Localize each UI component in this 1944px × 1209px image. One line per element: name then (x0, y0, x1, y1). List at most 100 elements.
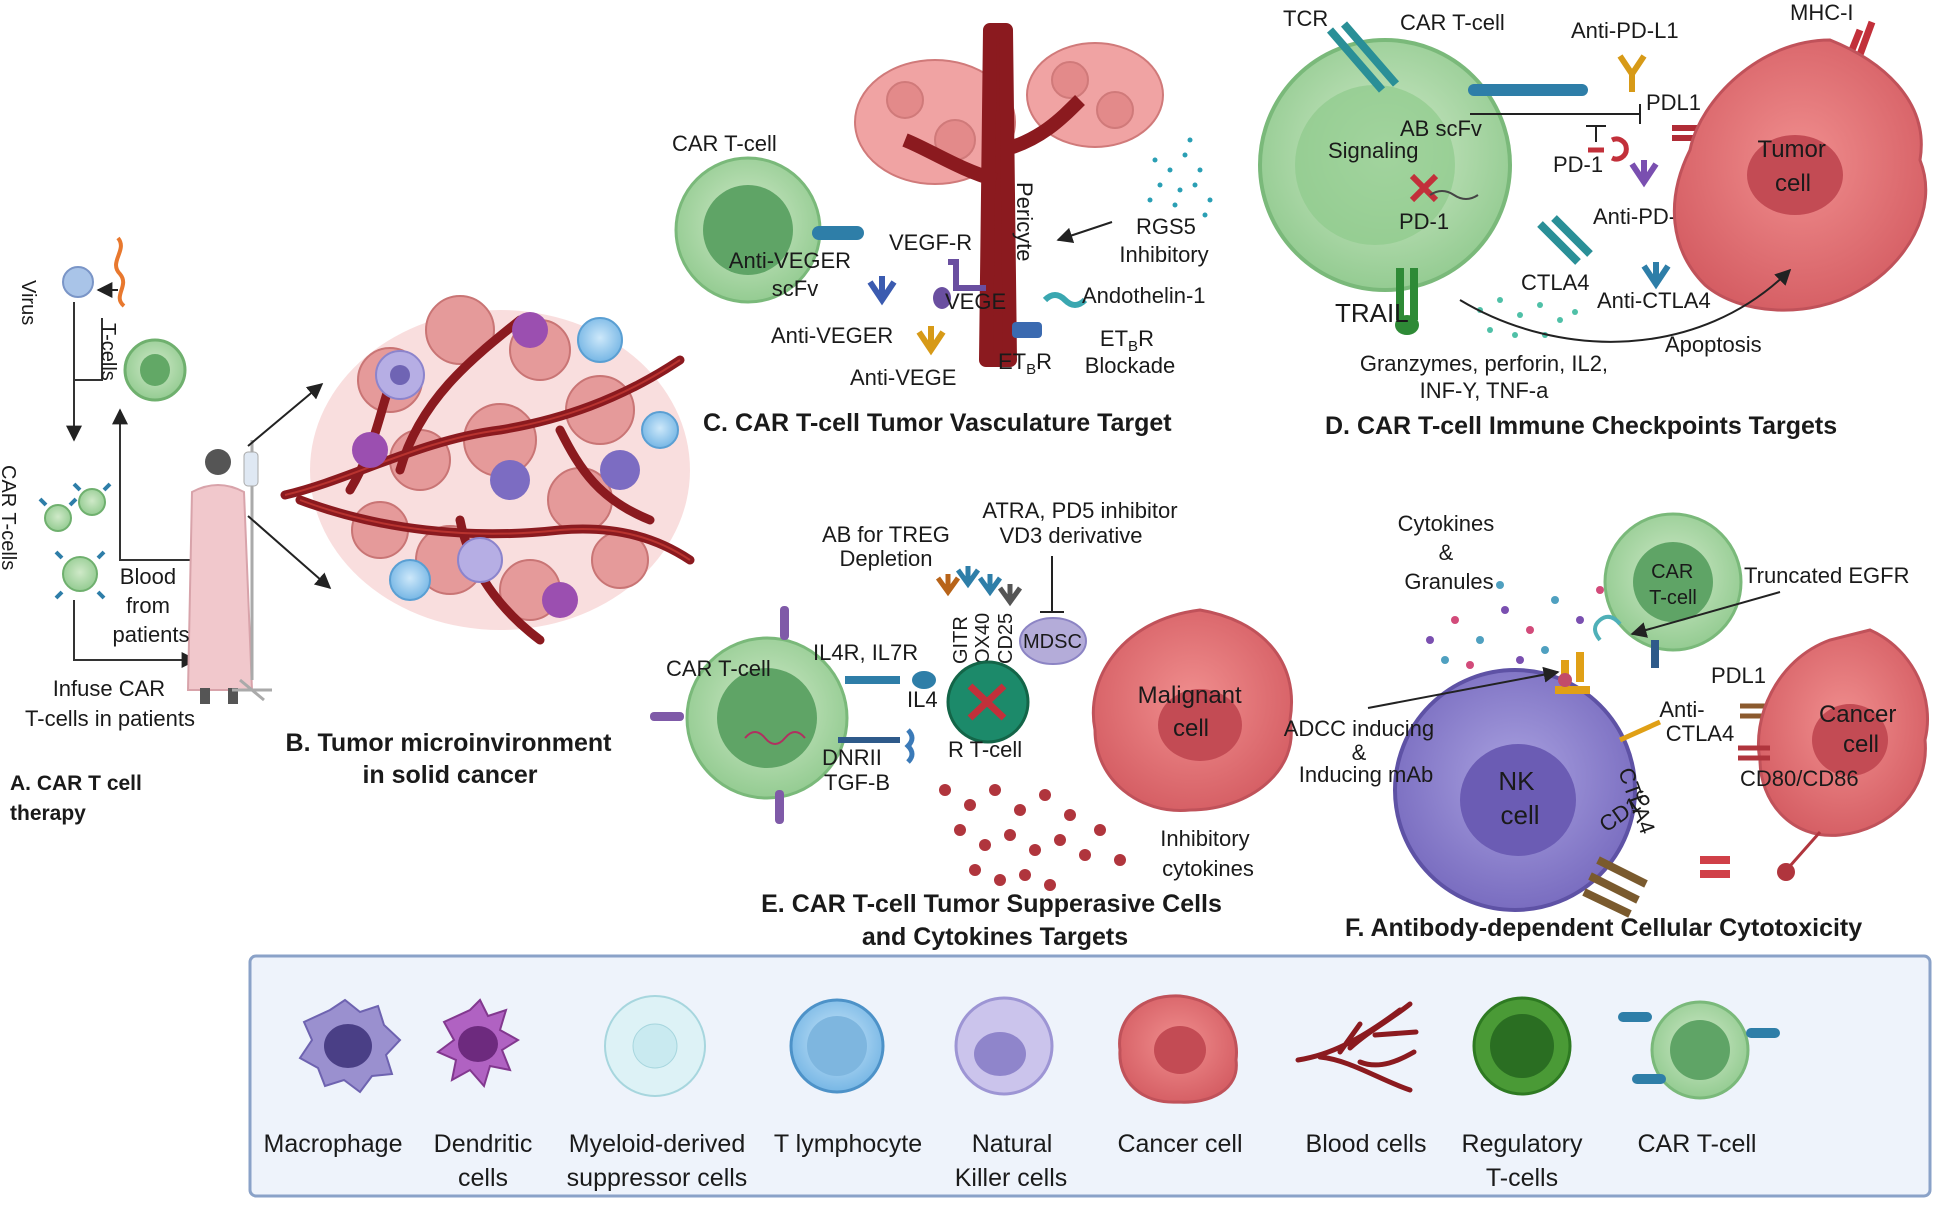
mdsc-label: MDSC (1023, 631, 1082, 653)
pericyte-label: Pericyte (1012, 182, 1037, 261)
cd16-antibody-icon (1700, 856, 1730, 878)
legend-car-t: CAR T-cell (1618, 1000, 1780, 1158)
car-scfv-icon (1468, 84, 1588, 96)
virus-icon (62, 266, 94, 298)
granzyme-dots-icon (1477, 297, 1578, 338)
tumor-cluster-icon (854, 42, 1164, 185)
etbr-label: ETBR (998, 349, 1052, 378)
trail-label: TRAIL (1335, 298, 1409, 328)
membrane-receptor-icon-2 (780, 606, 789, 640)
knockout-x-icon (1409, 173, 1439, 203)
tcr-icon (1326, 21, 1400, 93)
anti-vege-label: Anti-VEGE (850, 365, 956, 390)
panel-c-title: C. CAR T-cell Tumor Vasculature Target (703, 409, 1172, 437)
vegf-r-label: VEGF-R (889, 230, 972, 255)
r-t-cell-label: R T-cell (948, 737, 1022, 762)
andothelin-label: Andothelin-1 (1082, 283, 1206, 308)
vegf-receptor-icon (948, 259, 986, 291)
infuse-label: Infuse CAR T-cells in patients (25, 676, 195, 731)
truncated-egfr-label: Truncated EGFR (1744, 563, 1909, 588)
andothelin-icon (1042, 292, 1088, 308)
pd-1-receptor-icon (1588, 136, 1629, 162)
tcr-label: TCR (1283, 6, 1328, 31)
car-t-cell-label: CAR T-cell (666, 656, 771, 681)
ox40-label: OX40 (972, 613, 994, 664)
blood-from-patients-label: Blood from patients (112, 564, 189, 647)
trail-receptor-icon (1396, 268, 1418, 320)
cd25-label: CD25 (995, 613, 1017, 664)
il4r-label: IL4R, IL7R (813, 640, 918, 665)
mhc-i-label: MHC-I (1790, 0, 1854, 25)
pdl1-label: PDL1 (1711, 663, 1766, 688)
tgf-b-label: TGF-B (824, 770, 890, 795)
adcc-label: ADCC inducing & Inducing mAb (1284, 716, 1441, 787)
panel-c: CAR T-cell Anti-VEGER scFv VEGF-R VEGE A… (672, 23, 1213, 437)
legend-macrophage: Macrophage (264, 998, 403, 1158)
ctla4-receptor-icon (1618, 719, 1662, 743)
panel-d-title: D. CAR T-cell Immune Checkpoints Targets (1325, 412, 1837, 440)
anti-veger-scfv-label: Anti-VEGER scFv (729, 248, 857, 301)
il4-label: IL4 (907, 687, 938, 712)
membrane-receptor-icon-1 (650, 712, 684, 721)
anti-vege-antibody-icon (916, 326, 946, 356)
legend-label-car-t: CAR T-cell (1637, 1130, 1756, 1158)
vege-ligand-icon (933, 287, 951, 309)
inhibitory-cytokines-label: Inhibitory cytokines (1160, 826, 1255, 881)
car-t-cell-label: CAR T-cell (1649, 561, 1699, 609)
anti-pd-l1-antibody-icon (1617, 54, 1647, 92)
dna-strand-icon (1429, 190, 1479, 200)
ctla4-label: CTLA4 (1521, 270, 1589, 295)
pdl1-label: PDL1 (1646, 90, 1701, 115)
dnrii-label: DNRII (822, 745, 882, 770)
anti-pd-l1-label: Anti-PD-L1 (1571, 18, 1679, 43)
car-t-cells-group-icon (38, 482, 112, 600)
etbr-blockade-label: ETBR Blockade (1085, 326, 1176, 378)
anti-veger-label: Anti-VEGER (771, 323, 893, 348)
car-receptor-icon (812, 226, 864, 240)
malignant-cell-label: Malignant cell (1138, 682, 1249, 742)
atra-label: ATRA, PD5 inhibitor VD3 derivative (982, 498, 1183, 548)
cd80-receptor-icon (1738, 745, 1770, 761)
dna-icon (114, 236, 126, 308)
panel-e: ATRA, PD5 inhibitor VD3 derivative AB fo… (650, 498, 1293, 951)
membrane-receptor-icon-3 (775, 790, 784, 824)
tumor-microenvironment-illustration (280, 295, 695, 645)
cd16-receptor-icon (1582, 856, 1648, 918)
egfr-receptor-icon (1593, 614, 1622, 642)
anti-pd-1-antibody-icon (1629, 160, 1659, 188)
patient-icon (186, 440, 272, 704)
legend-blood: Blood cells (1295, 1001, 1426, 1158)
anti-ctla4-label: Anti-CTLA4 (1597, 288, 1711, 313)
signaling-label: Signaling (1328, 138, 1419, 163)
panel-b: B. Tumor microinvironment in solid cance… (280, 295, 695, 789)
depletion-x-icon (967, 683, 1007, 721)
pd-1-inside-label: PD-1 (1399, 209, 1449, 234)
car-t-cells-label: CAR T-cells (0, 465, 19, 570)
gitr-label: GITR (950, 616, 972, 664)
panel-a-title: A. CAR T cell therapy (10, 772, 148, 825)
t-cells-label: T-cells (97, 323, 119, 381)
anti-ctla4-antibody-icon (1641, 262, 1671, 290)
cytokines-label: Cytokines & Granules (1398, 511, 1501, 594)
vege-label: VEGE (945, 289, 1006, 314)
virus-label: Virus (17, 280, 39, 325)
apoptosis-arrow (1459, 268, 1792, 343)
legend-label-macrophage: Macrophage (264, 1130, 403, 1158)
treg-antibodies-icon (935, 566, 1023, 607)
rgs5-dots-icon (1147, 137, 1213, 218)
ctla4-receptor-icon (1537, 215, 1593, 265)
ab-treg-label: AB for TREG Depletion (822, 522, 956, 571)
legend-cancer: Cancer cell (1117, 994, 1243, 1158)
inhibitory-cytokine-dots-icon (939, 784, 1126, 891)
car-t-cell-label: CAR T-cell (1400, 10, 1505, 35)
tumor-cell-label: Tumor cell (1757, 136, 1832, 197)
legend-t-lymphocyte: T lymphocyte (774, 998, 922, 1158)
